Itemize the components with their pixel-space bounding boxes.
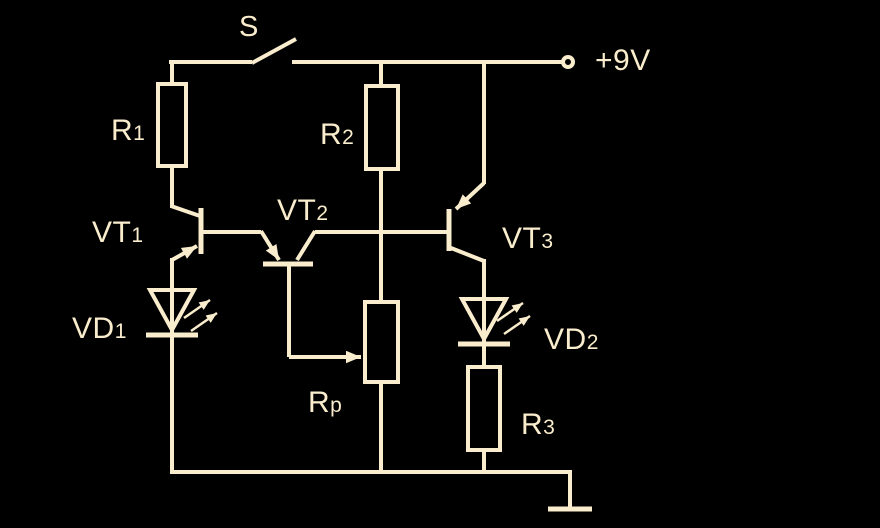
- r3-body: [466, 365, 502, 452]
- label-r1: R1: [111, 114, 146, 147]
- vt2-emitter-arrow: [259, 229, 281, 262]
- label-vd2: VD2: [544, 323, 599, 356]
- label-r2: R2: [320, 118, 355, 151]
- label-vd1: VD1: [72, 312, 127, 345]
- vt3-emitter-arrow: [454, 181, 486, 211]
- vd1-triangle: [146, 288, 198, 335]
- r2-body: [364, 84, 400, 171]
- resistor-r1: [156, 60, 188, 208]
- transistor-vt2: [259, 229, 317, 357]
- vt2-collector: [295, 229, 317, 262]
- vt3-collector: [450, 246, 485, 263]
- vd2-light-arrow-2: [503, 314, 531, 336]
- label-vt2: VT2: [277, 194, 329, 227]
- vd2-light-arrow-1: [496, 301, 524, 323]
- rp-body: [363, 300, 400, 384]
- label-switch-s: S: [239, 11, 259, 43]
- label-r3: R3: [521, 408, 556, 441]
- resistor-r3: [466, 365, 502, 472]
- switch-blade: [251, 37, 297, 65]
- supply-terminal: [561, 55, 575, 69]
- label-supply-9v: +9V: [595, 44, 651, 77]
- vd2-triangle: [458, 297, 510, 344]
- label-vt1: VT1: [92, 216, 144, 249]
- potentiometer-rp: [289, 300, 400, 472]
- led-vd1: [146, 258, 218, 472]
- led-vd2: [458, 259, 531, 367]
- r1-body: [156, 82, 188, 168]
- vd1-light-arrow-1: [183, 298, 211, 320]
- vt1-emitter-arrow: [171, 244, 198, 262]
- switch-s: [251, 37, 297, 65]
- terminal-circle: [561, 55, 575, 69]
- resistor-r2: [364, 60, 400, 302]
- label-rp: Rp: [308, 386, 343, 419]
- vt1-collector: [170, 204, 201, 218]
- ground: [170, 470, 592, 512]
- transistor-vt3: [446, 60, 486, 263]
- transistor-vt1: [170, 204, 261, 262]
- label-vt3: VT3: [502, 222, 554, 255]
- vd1-light-arrow-2: [190, 311, 218, 333]
